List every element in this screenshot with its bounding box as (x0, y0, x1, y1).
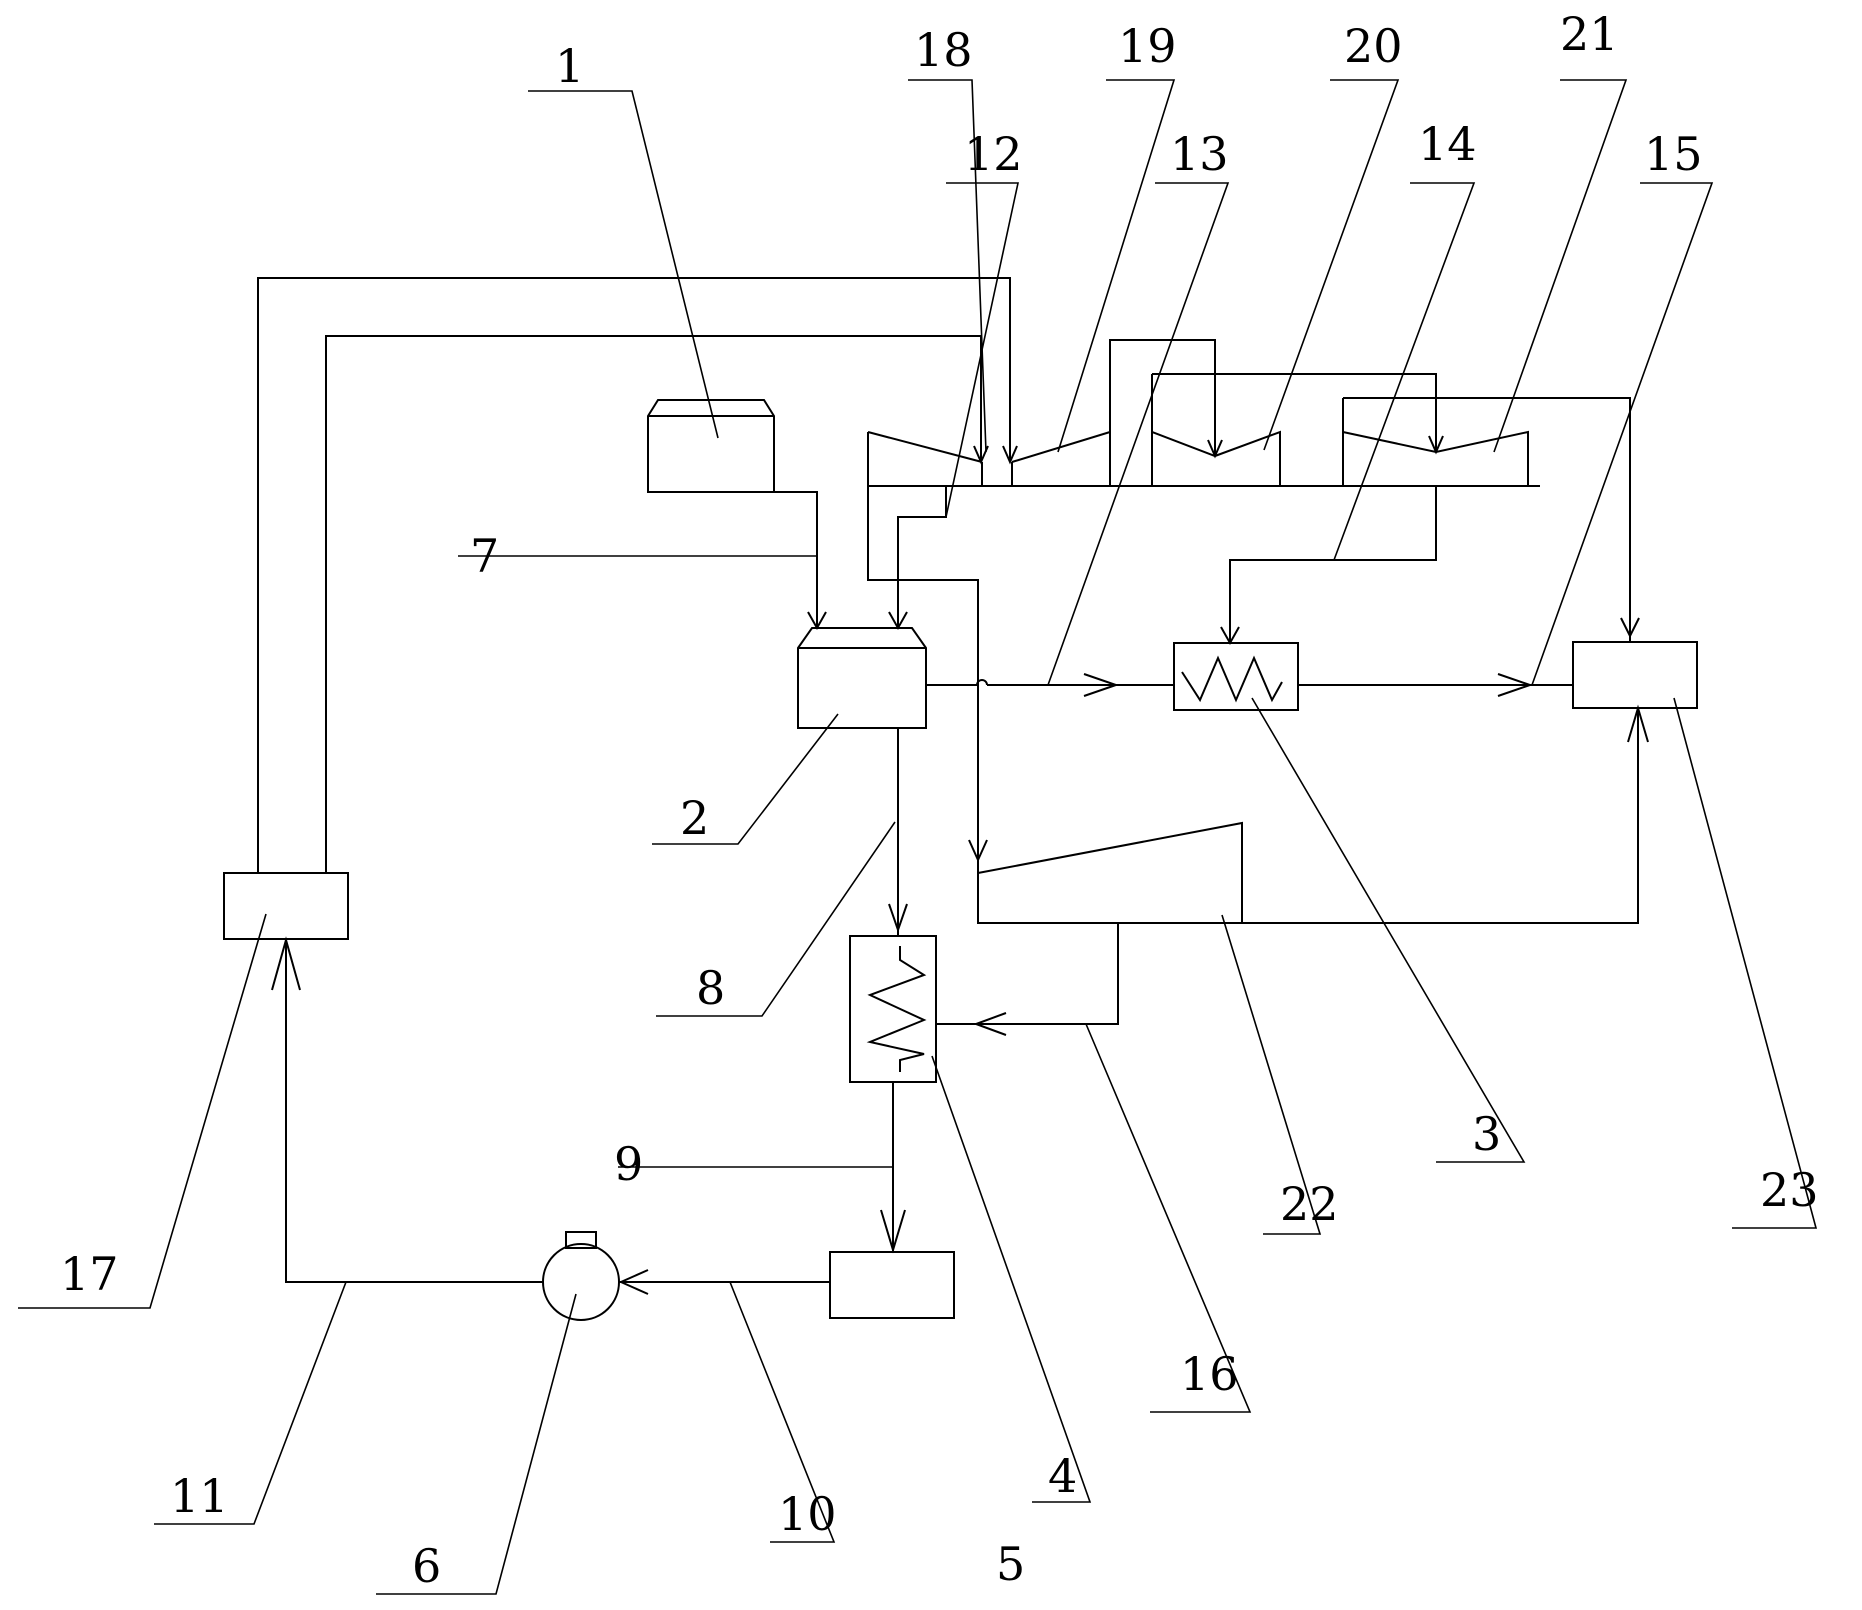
label-10: 10 (778, 1487, 837, 1541)
pipe-10 (618, 1269, 830, 1295)
component-17-distributor (223, 872, 349, 940)
label-4: 4 (1048, 1449, 1077, 1503)
label-11: 11 (170, 1469, 229, 1523)
pipe-15 (1298, 673, 1573, 697)
pipe-14 (1220, 486, 1437, 646)
pipe-11 (271, 936, 543, 1283)
label-13: 13 (1170, 127, 1229, 181)
component-18-21-tray-cascade (867, 374, 1540, 487)
label-2: 2 (680, 791, 709, 845)
pipe-8 (888, 728, 908, 936)
label-18: 18 (914, 23, 973, 77)
component-2-reactor (797, 627, 927, 729)
component-22-settling-basin (977, 821, 1243, 924)
component-4-vertical-heat-exchanger (849, 935, 937, 1083)
label-22: 22 (1280, 1177, 1339, 1231)
label-15: 15 (1644, 127, 1703, 181)
label-1: 1 (555, 39, 584, 93)
pipe-7 (774, 491, 827, 631)
component-3-heat-exchanger (1173, 642, 1299, 711)
leader-lines (18, 79, 1818, 1595)
label-16: 16 (1180, 1347, 1239, 1401)
label-5: 5 (996, 1537, 1025, 1591)
pipe-16 (936, 923, 1119, 1036)
label-14: 14 (1418, 117, 1477, 171)
component-1-feed-tank (647, 399, 775, 493)
label-21: 21 (1560, 7, 1619, 61)
label-3: 3 (1472, 1107, 1501, 1161)
pipe-basin-to-product (1242, 704, 1649, 924)
pipe-tray-links (1109, 339, 1640, 642)
pipe-distributor-return (257, 277, 1018, 873)
label-6: 6 (412, 1539, 441, 1593)
label-17: 17 (60, 1247, 119, 1301)
label-9: 9 (614, 1137, 643, 1191)
reference-numerals: 1 2 3 4 5 6 7 8 9 10 11 12 13 14 15 16 1… (60, 7, 1819, 1593)
label-19: 19 (1118, 19, 1177, 73)
component-5-collection-tank (829, 1251, 955, 1319)
pipe-12 (888, 486, 947, 631)
label-7: 7 (470, 529, 499, 583)
label-12: 12 (964, 127, 1023, 181)
pipe-tray-to-basin (867, 486, 988, 873)
component-23-product-tank (1572, 641, 1698, 709)
label-23: 23 (1760, 1163, 1819, 1217)
label-8: 8 (696, 961, 725, 1015)
component-6-pump (542, 1231, 620, 1321)
label-20: 20 (1344, 19, 1403, 73)
